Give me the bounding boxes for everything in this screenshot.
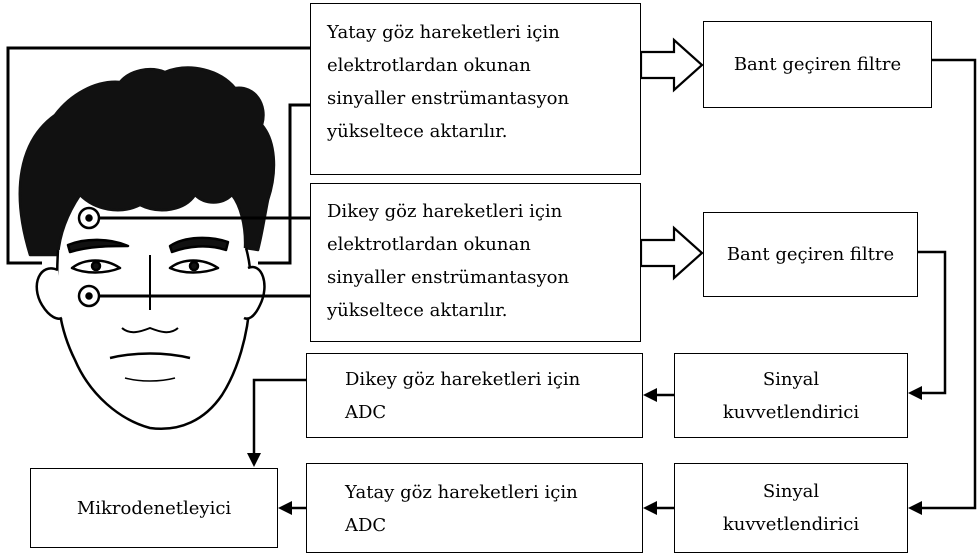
arrowhead-into-adc-yatay: [643, 501, 657, 515]
adc-dikey-line-1: Dikey göz hareketleri için: [345, 369, 581, 390]
yatay-electrode-line-2: elektrotlardan okunan: [327, 55, 531, 76]
adc-yatay-line-1: Yatay göz hareketleri için: [345, 482, 578, 503]
yatay-electrode-line-4: yükseltece aktarılır.: [327, 121, 508, 142]
dikey-electrode-box: Dikey göz hareketleri için elektrotlarda…: [310, 183, 641, 342]
lower-lip: [124, 377, 176, 382]
left-eyebrow: [66, 238, 130, 254]
mouth: [109, 352, 191, 360]
signal-amplifier-top-line-2: kuvvetlendirici: [722, 401, 860, 423]
hollow-arrow-bottom: [639, 225, 704, 281]
arrowhead-into-kuvvet-top: [908, 386, 922, 400]
adc-yatay-box: Yatay göz hareketleri için ADC: [306, 463, 643, 553]
microcontroller-label: Mikrodenetleyici: [76, 497, 232, 519]
route-filtre-top-to-kuvvet-bottom: [920, 58, 977, 510]
adc-dikey-box: Dikey göz hareketleri için ADC: [306, 353, 643, 438]
arrowheads: [247, 386, 922, 515]
routing-lines: [252, 58, 977, 510]
electrode-wires: [6, 46, 310, 298]
left-eye: [70, 259, 122, 274]
route-adc-dikey-to-mikro: [252, 378, 306, 455]
left-ear: [35, 267, 63, 320]
signal-amplifier-top-line-1: Sinyal: [762, 368, 820, 390]
adc-yatay-line-2: ADC: [345, 515, 387, 536]
block-arrows: [639, 37, 704, 281]
adc-dikey-line-2: ADC: [345, 402, 387, 423]
signal-amplifier-bottom-line-1: Sinyal: [762, 481, 820, 502]
hollow-arrow-top: [639, 37, 704, 93]
yatay-electrode-line-3: sinyaller enstrümantasyon: [327, 88, 570, 109]
arrowhead-into-kuvvet-bottom: [908, 501, 922, 515]
bandpass-filter-top-label: Bant geçiren filtre: [733, 54, 902, 75]
wire-horizontal-inner: [258, 103, 310, 265]
dikey-electrode-line-2: elektrotlardan okunan: [327, 234, 531, 255]
right-pupil: [188, 260, 200, 272]
signal-amplifier-bottom: Sinyal kuvvetlendirici: [674, 463, 908, 553]
right-eyebrow: [168, 236, 230, 254]
electrode-upper-dot: [85, 214, 93, 222]
electrode-lower-dot: [85, 292, 93, 300]
hair-icon: [18, 66, 276, 257]
microcontroller-box: Mikrodenetleyici: [30, 468, 278, 548]
arrowhead-into-mikro-top: [247, 453, 261, 467]
bandpass-filter-top: Bant geçiren filtre: [703, 21, 932, 108]
dikey-electrode-line-1: Dikey göz hareketleri için: [327, 201, 563, 222]
arrowhead-into-mikro-right: [278, 501, 292, 515]
left-pupil: [90, 260, 102, 272]
nose: [121, 255, 179, 334]
yatay-electrode-box: Yatay göz hareketleri için elektrotlarda…: [310, 3, 641, 175]
electrodes: [77, 206, 101, 308]
face-illustration: [18, 66, 276, 430]
route-filtre-bottom-to-kuvvet-top: [918, 250, 947, 395]
wire-horizontal-outer: [6, 46, 310, 265]
signal-amplifier-top: Sinyal kuvvetlendirici: [674, 353, 908, 438]
yatay-electrode-line-1: Yatay göz hareketleri için: [327, 22, 560, 43]
signal-amplifier-bottom-line-2: kuvvetlendirici: [722, 514, 860, 535]
arrowhead-into-adc-dikey: [643, 388, 657, 402]
dikey-electrode-line-3: sinyaller enstrümantasyon: [327, 267, 570, 288]
right-ear: [243, 265, 266, 320]
bandpass-filter-bottom-label: Bant geçiren filtre: [726, 244, 895, 265]
dikey-electrode-line-4: yükseltece aktarılır.: [327, 300, 508, 321]
bandpass-filter-bottom: Bant geçiren filtre: [703, 212, 918, 297]
face-outline: [55, 247, 253, 430]
right-eye: [168, 259, 220, 274]
